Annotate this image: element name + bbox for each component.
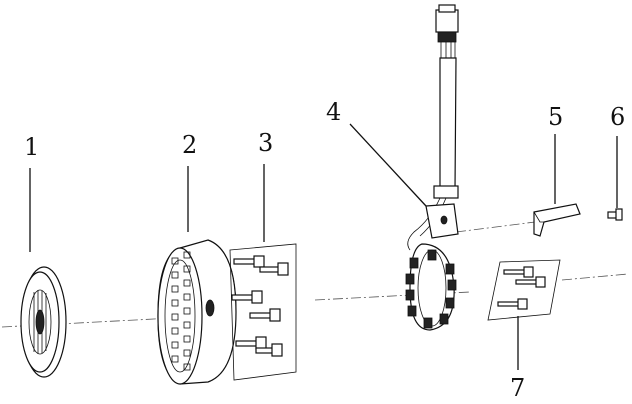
bolt xyxy=(231,290,263,304)
callout-3: 3 xyxy=(258,129,273,157)
part-5-clamp-plate xyxy=(533,203,581,237)
part-4-stator-harness xyxy=(405,4,459,331)
stator-poles xyxy=(405,249,457,329)
bolt xyxy=(259,262,289,276)
callout-4: 4 xyxy=(326,98,341,126)
part-7-screw-set xyxy=(487,259,561,321)
bolt xyxy=(255,343,283,357)
callout-7: 7 xyxy=(510,374,525,402)
callout-2: 2 xyxy=(182,131,197,159)
connector-line xyxy=(455,221,536,233)
screw xyxy=(503,266,534,278)
bolt xyxy=(233,255,265,268)
part-6-screw xyxy=(607,208,623,221)
part-1-bearing-ring xyxy=(20,266,67,378)
callout-1: 1 xyxy=(24,133,39,161)
bolt xyxy=(235,336,267,350)
screw xyxy=(497,298,528,310)
rotor-slots xyxy=(171,251,191,371)
screw xyxy=(515,276,546,288)
callout-5: 5 xyxy=(548,103,563,131)
part-2-flywheel-rotor xyxy=(157,239,237,385)
leader-line-4 xyxy=(349,123,427,207)
bolt xyxy=(249,308,281,322)
part-3-bolt-set xyxy=(229,243,297,381)
callout-6: 6 xyxy=(610,103,625,131)
